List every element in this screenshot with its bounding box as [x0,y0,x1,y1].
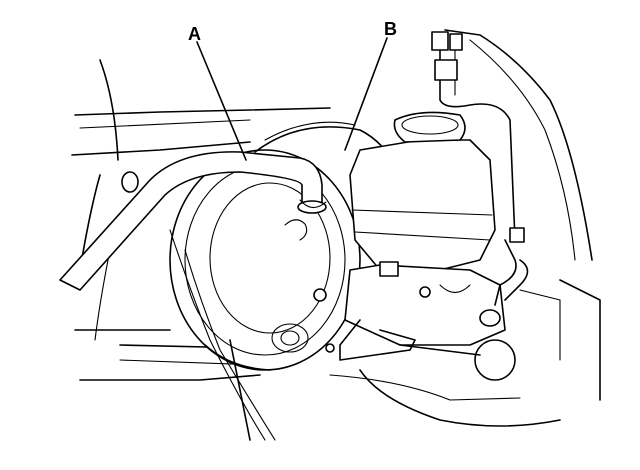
body-panels [71,29,601,427]
leader-line-b [344,37,388,151]
master-cylinder [344,111,516,381]
brake-lines [169,49,529,441]
leader-line-a [196,41,247,161]
vacuum-hose [59,151,327,291]
fittings [313,31,525,353]
callout-label-b: B [384,19,397,39]
callout-label-a: A [188,24,201,44]
